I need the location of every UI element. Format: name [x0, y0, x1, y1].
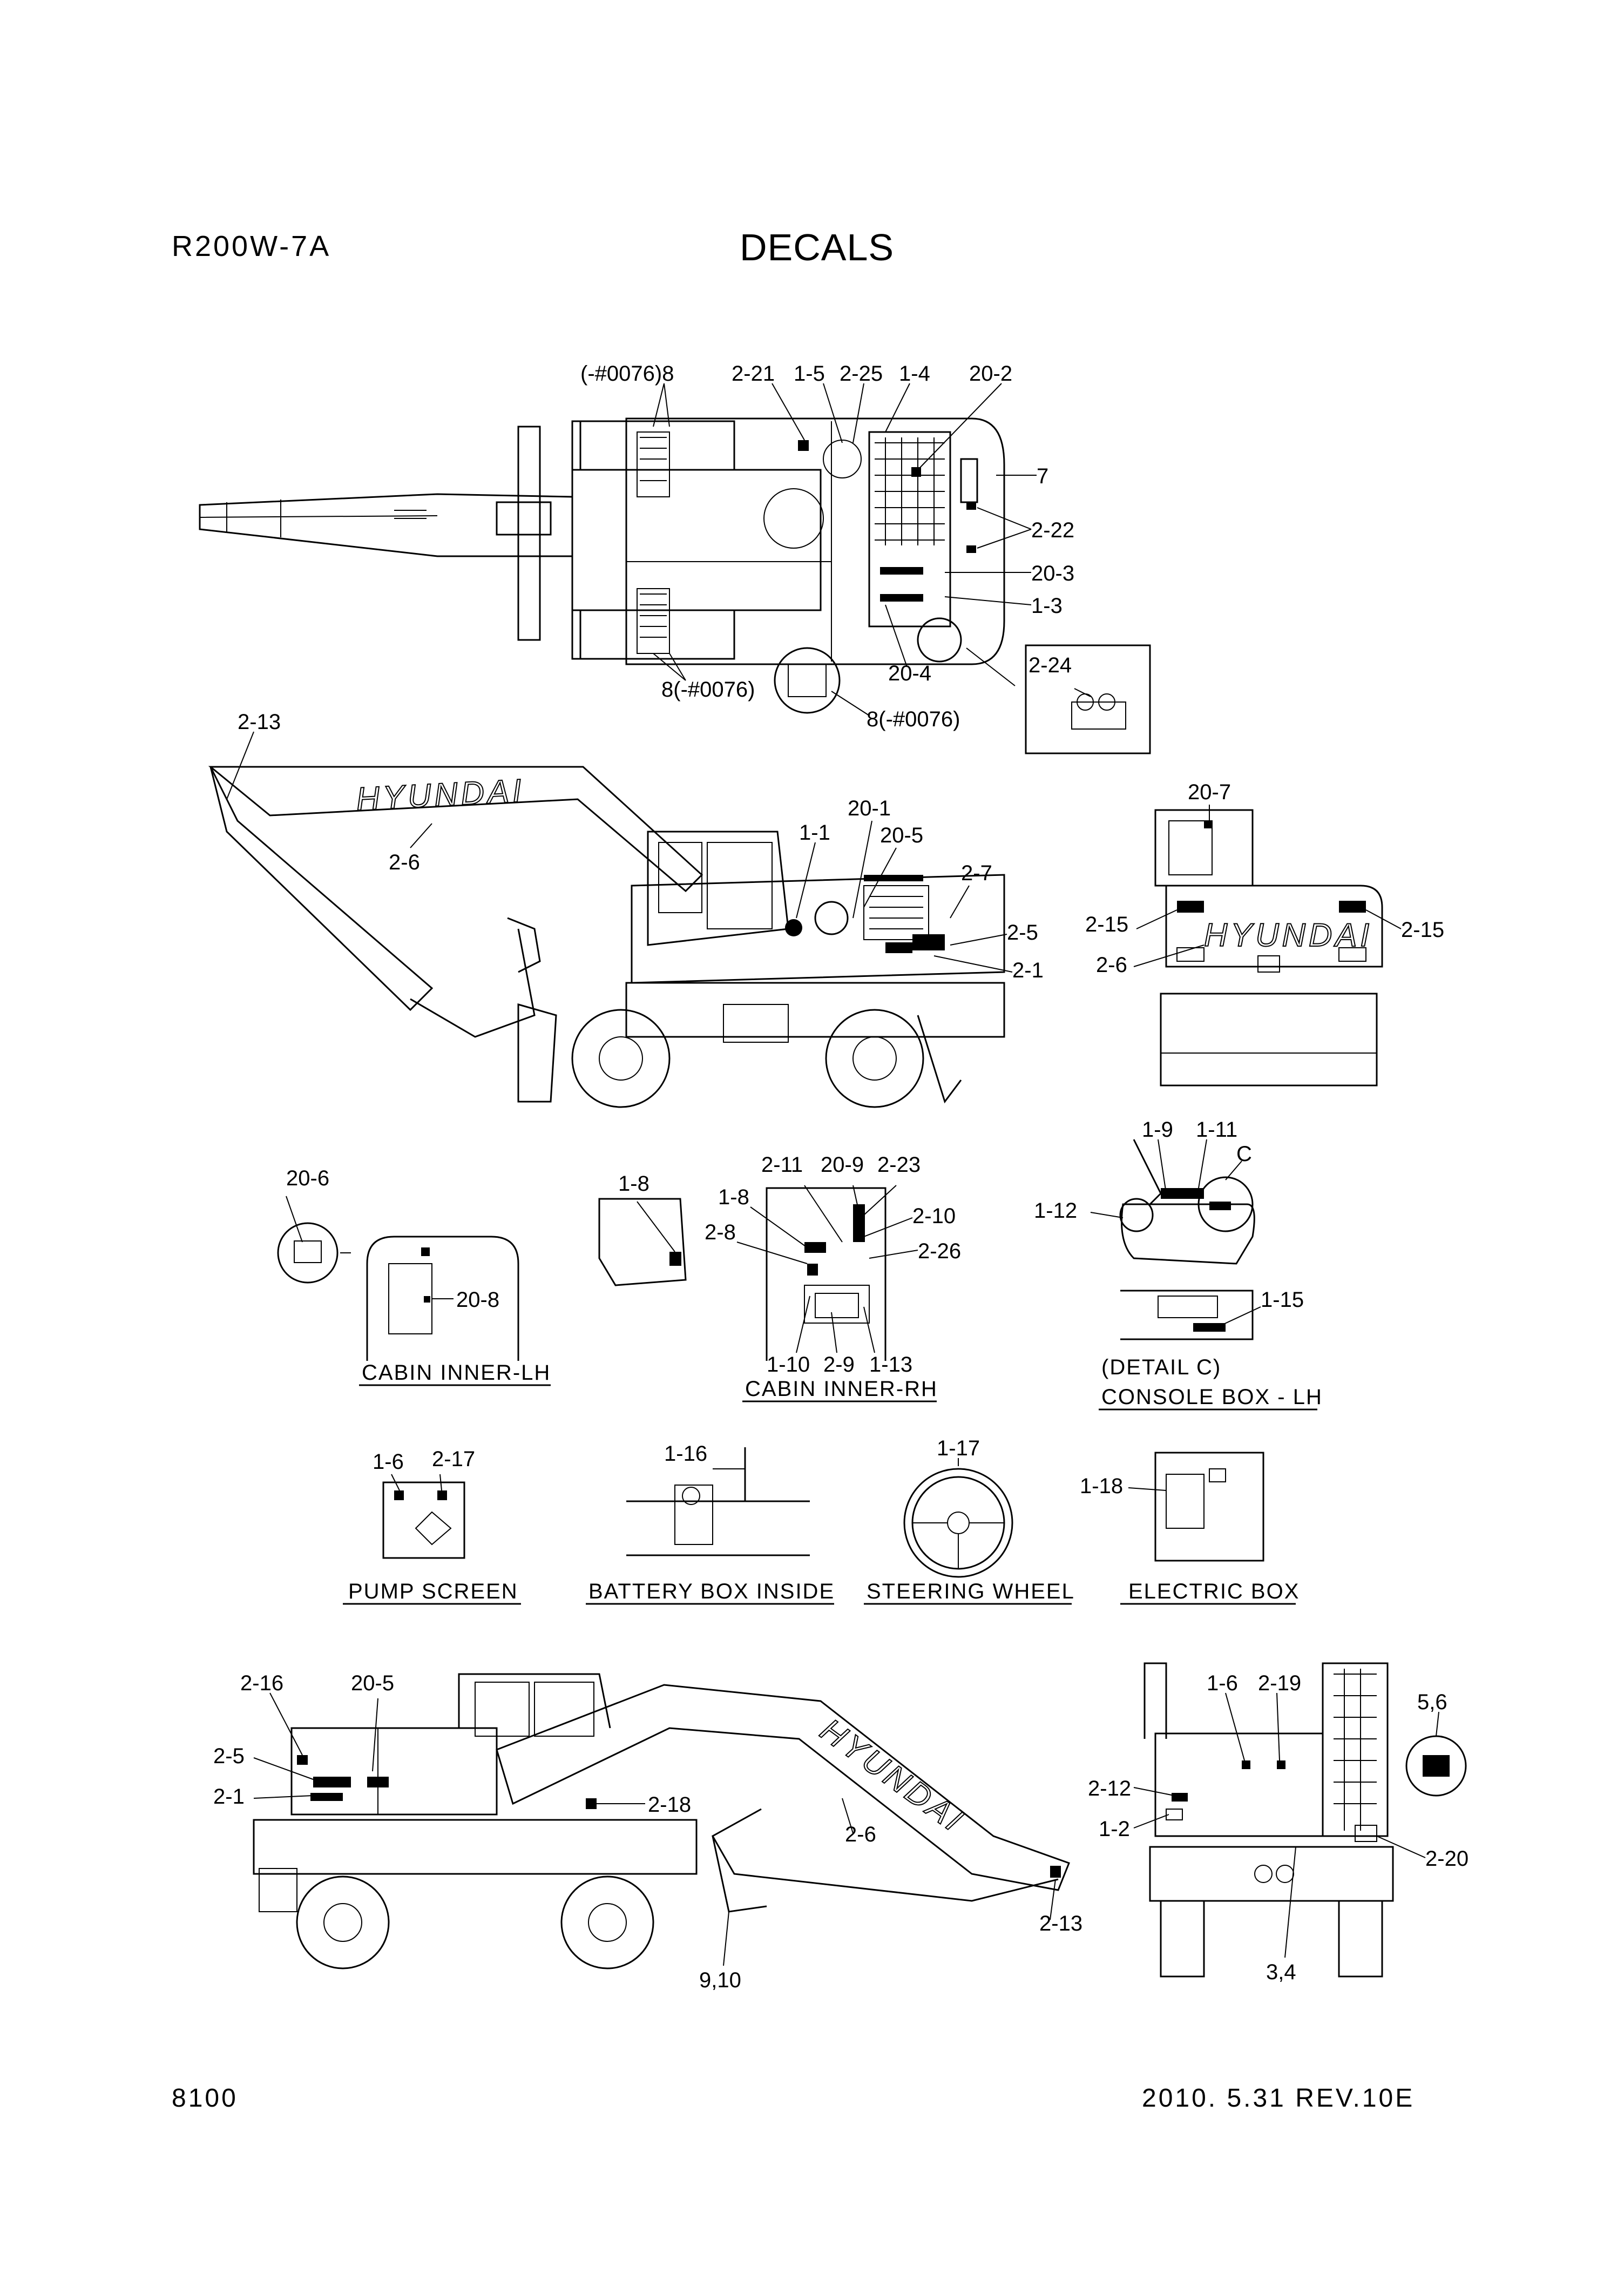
model-number: R200W-7A	[172, 230, 331, 262]
callout-2-23: 2-23	[877, 1153, 921, 1177]
callout-20-2: 20-2	[969, 362, 1012, 386]
callout-2-15-right: 2-15	[1401, 918, 1444, 942]
callout-2-8: 2-8	[705, 1220, 736, 1244]
side-view-right: HYUNDAI 2-16 20-5 2-5 2-1 2-18 2-6 2-13 …	[213, 1671, 1082, 1992]
callout-2-11: 2-11	[761, 1153, 803, 1177]
callout-20-4: 20-4	[888, 662, 931, 685]
callout-detail-c: C	[1236, 1142, 1252, 1166]
revision-date: 2010. 5.31 REV.10E	[1142, 2084, 1415, 2113]
callout-20-7: 20-7	[1188, 780, 1231, 804]
callout-2-20: 2-20	[1425, 1847, 1469, 1871]
callout-1-6-front: 1-6	[1207, 1671, 1238, 1695]
console-box-lh: 1-9 1-11 C 1-12 1-15 (DETAIL C) CONSOLE …	[1034, 1118, 1323, 1411]
boom-brand-left: HYUNDAI	[355, 772, 525, 817]
callout-1-10: 1-10	[767, 1353, 810, 1377]
rear-view: HYUNDAI 20-7 2-15 2-15 2-6	[1085, 780, 1444, 1087]
cabin-inner-rh: 1-8 2-11 20-9 2-23 1-8 2-10 2-8 2-26 1-1…	[598, 1153, 961, 1402]
page-title: DECALS	[740, 226, 895, 268]
callout-1-9: 1-9	[1142, 1118, 1173, 1142]
callout-2-25: 2-25	[840, 362, 883, 386]
callout-1-5: 1-5	[794, 362, 825, 386]
callout-7: 7	[1037, 464, 1048, 488]
callout-8-lower: 8(-#0076)	[661, 678, 755, 701]
callout-top-8: (-#0076)8	[580, 362, 674, 386]
pump-screen: 1-6 2-17 PUMP SCREEN	[343, 1447, 521, 1605]
callout-1-15: 1-15	[1261, 1288, 1304, 1312]
callout-2-13-left: 2-13	[238, 710, 281, 734]
callout-20-1: 20-1	[848, 797, 891, 820]
caption-electric-box: ELECTRIC BOX	[1128, 1580, 1300, 1603]
top-view: (-#0076)8 2-21 1-5 2-25 1-4 20-2 7 2-22 …	[199, 362, 1151, 754]
boom-brand-right: HYUNDAI	[814, 1711, 972, 1840]
callout-2-17: 2-17	[432, 1447, 475, 1471]
callout-1-6-pump: 1-6	[373, 1450, 404, 1474]
side-view-left: HYUNDAI 2-13 2-6 20-1 1-1 20-5 2-7 2-	[208, 710, 1044, 1108]
callout-20-5-right: 20-5	[351, 1671, 394, 1695]
callout-8-inset: 8(-#0076)	[867, 707, 960, 731]
callout-1-16: 1-16	[664, 1442, 707, 1466]
callout-1-8-a: 1-8	[618, 1172, 649, 1196]
caption-battery-box-inside: BATTERY BOX INSIDE	[588, 1580, 835, 1603]
page-number: 8100	[172, 2084, 238, 2113]
callout-20-6: 20-6	[286, 1166, 329, 1190]
callout-1-1: 1-1	[799, 821, 830, 845]
callout-2-26: 2-26	[918, 1239, 961, 1263]
caption-cabin-inner-lh: CABIN INNER-LH	[362, 1361, 551, 1385]
cabin-inner-lh: 20-6 20-8 CABIN INNER-LH	[277, 1166, 551, 1386]
callout-2-12: 2-12	[1088, 1777, 1131, 1800]
caption-steering-wheel: STEERING WHEEL	[867, 1580, 1075, 1603]
callout-2-7: 2-7	[961, 861, 992, 885]
callout-5-6: 5,6	[1417, 1690, 1447, 1714]
caption-pump-screen: PUMP SCREEN	[348, 1580, 518, 1603]
callout-3-4: 3,4	[1266, 1960, 1296, 1984]
callout-1-18: 1-18	[1080, 1474, 1123, 1498]
callout-1-4: 1-4	[899, 362, 930, 386]
callout-1-11: 1-11	[1196, 1118, 1237, 1142]
callout-2-24: 2-24	[1028, 653, 1072, 677]
callout-1-3: 1-3	[1031, 594, 1063, 618]
callout-2-16: 2-16	[240, 1671, 283, 1695]
callout-2-6-left: 2-6	[389, 851, 420, 874]
callout-2-6-right: 2-6	[845, 1823, 876, 1846]
callout-20-3: 20-3	[1031, 562, 1074, 585]
callout-2-5-left: 2-5	[1007, 921, 1038, 945]
callout-1-8-b: 1-8	[718, 1185, 749, 1209]
callout-2-6-rear: 2-6	[1096, 953, 1127, 977]
callout-2-13-right: 2-13	[1039, 1912, 1082, 1935]
callout-1-2: 1-2	[1099, 1817, 1130, 1841]
steering-wheel: 1-17 STEERING WHEEL	[864, 1436, 1075, 1605]
callout-1-12: 1-12	[1034, 1199, 1077, 1223]
caption-cabin-inner-rh: CABIN INNER-RH	[745, 1377, 938, 1401]
caption-console-box-lh: CONSOLE BOX - LH	[1101, 1385, 1323, 1409]
callout-2-5-right: 2-5	[213, 1744, 245, 1768]
callout-2-22: 2-22	[1031, 518, 1074, 542]
electric-box: 1-18 ELECTRIC BOX	[1080, 1452, 1300, 1605]
front-view: 1-6 2-19 5,6 2-12 1-2 2-20 3,4	[1088, 1662, 1469, 1984]
callout-2-9: 2-9	[823, 1353, 855, 1377]
detail-c-caption: (DETAIL C)	[1101, 1355, 1221, 1379]
callout-1-13: 1-13	[869, 1353, 912, 1377]
callout-2-21: 2-21	[732, 362, 775, 386]
callout-20-9: 20-9	[821, 1153, 864, 1177]
callout-1-17: 1-17	[937, 1436, 980, 1460]
callout-2-19: 2-19	[1258, 1671, 1301, 1695]
callout-9-10: 9,10	[699, 1968, 741, 1992]
callout-2-1-right: 2-1	[213, 1785, 245, 1809]
callout-20-5-left: 20-5	[880, 824, 923, 847]
callout-2-18: 2-18	[648, 1793, 691, 1817]
callout-2-1-left: 2-1	[1012, 959, 1044, 982]
battery-box-inside: 1-16 BATTERY BOX INSIDE	[586, 1442, 835, 1605]
callout-20-8: 20-8	[456, 1288, 499, 1312]
callout-2-15-left: 2-15	[1085, 913, 1128, 936]
callout-2-10: 2-10	[912, 1204, 956, 1228]
